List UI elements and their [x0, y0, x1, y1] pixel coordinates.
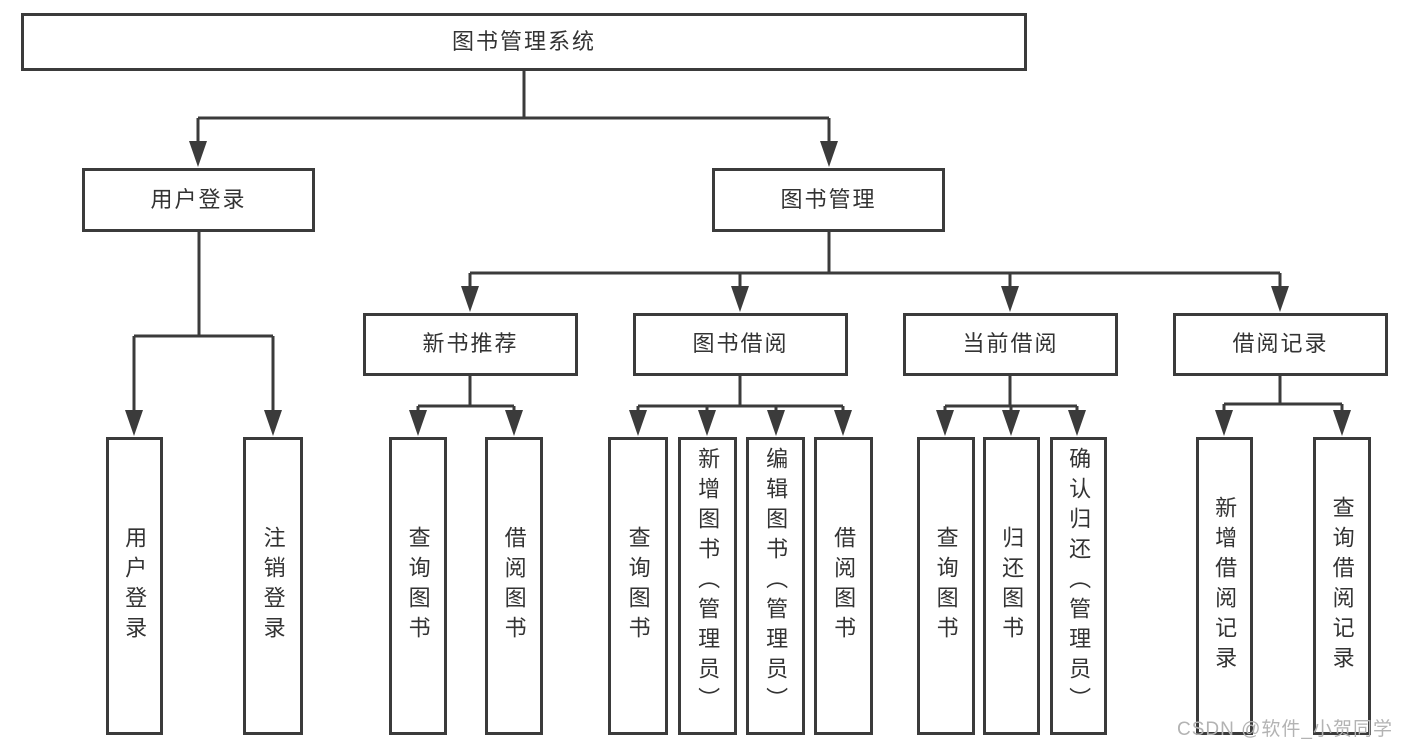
node-label: 借阅图书 [831, 526, 857, 646]
node-label: 注销登录 [260, 526, 286, 646]
node-current-borrowing: 当前借阅 [903, 313, 1118, 376]
node-label: 图书管理系统 [451, 28, 596, 54]
node-book-management: 图书管理 [712, 168, 945, 232]
node-br-add-record: 新增借阅记录 [1196, 437, 1253, 735]
csdn-watermark: CSDN @软件_小贺同学 [1177, 719, 1393, 740]
node-cb-return-books: 归还图书 [983, 437, 1040, 735]
node-label: 归还图书 [999, 526, 1025, 646]
node-label: 图书管理 [780, 186, 877, 212]
node-borrowing-records: 借阅记录 [1173, 313, 1388, 376]
node-label: 当前借阅 [962, 331, 1059, 357]
node-br-query-record: 查询借阅记录 [1313, 437, 1371, 735]
node-root: 图书管理系统 [21, 13, 1027, 71]
node-new-book-recommend: 新书推荐 [363, 313, 578, 376]
node-label: 图书借阅 [692, 331, 789, 357]
node-bb-add-books-admin: 新增图书（管理员） [678, 437, 737, 735]
node-cb-confirm-return-admin: 确认归还（管理员） [1050, 437, 1107, 735]
node-nbr-query-books: 查询图书 [389, 437, 447, 735]
node-label: 新书推荐 [422, 331, 519, 357]
node-label: 借阅图书 [501, 526, 527, 646]
node-bb-edit-books-admin: 编辑图书（管理员） [746, 437, 805, 735]
node-label: 查询图书 [405, 526, 431, 646]
node-logout: 注销登录 [243, 437, 303, 735]
node-label: 查询借阅记录 [1329, 496, 1355, 676]
node-user-login-leaf: 用户登录 [106, 437, 163, 735]
node-label: 新增图书（管理员） [695, 447, 721, 717]
node-cb-query-books: 查询图书 [917, 437, 975, 735]
node-book-borrowing: 图书借阅 [633, 313, 848, 376]
node-label: 新增借阅记录 [1212, 496, 1238, 676]
node-label: 编辑图书（管理员） [763, 447, 789, 717]
node-label: 查询图书 [625, 526, 651, 646]
arrowhead-icons [125, 141, 1351, 436]
node-label: 用户登录 [150, 186, 247, 212]
node-bb-borrow-books: 借阅图书 [814, 437, 873, 735]
node-label: 用户登录 [122, 526, 148, 646]
node-label: 查询图书 [933, 526, 959, 646]
node-nbr-borrow-books: 借阅图书 [485, 437, 543, 735]
node-bb-query-books: 查询图书 [608, 437, 668, 735]
node-label: 借阅记录 [1232, 331, 1329, 357]
node-label: 确认归还（管理员） [1066, 447, 1092, 717]
node-user-login: 用户登录 [82, 168, 315, 232]
